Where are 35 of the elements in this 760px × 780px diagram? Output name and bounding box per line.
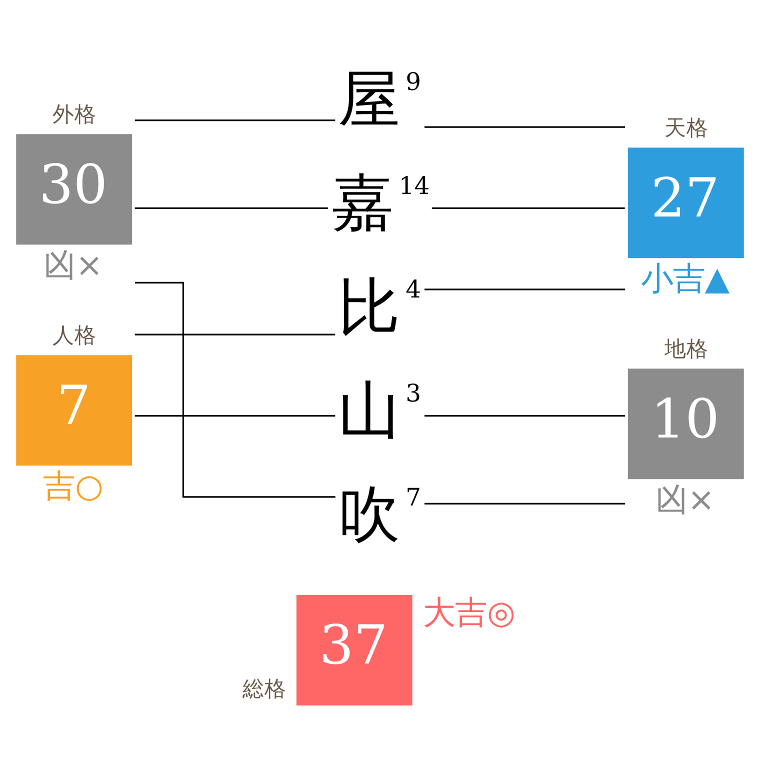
node-box: 10 (628, 368, 744, 479)
node-label: 9 (406, 66, 422, 96)
node-box: 37 (296, 594, 412, 706)
node-label: 大吉◎ (423, 593, 516, 632)
node-label: 14 (398, 170, 430, 200)
node-text: 吹 (338, 476, 400, 550)
connector (424, 288, 626, 290)
node-text: 山 (338, 373, 400, 446)
node-box: 27 (628, 147, 744, 258)
node-box: 7 (16, 354, 132, 466)
node-label: 4 (406, 274, 422, 304)
connector (134, 414, 336, 416)
node-text: 嘉 (331, 166, 394, 239)
connector (134, 118, 336, 121)
node-text: 屋 (338, 62, 400, 135)
node-box: 30 (16, 134, 132, 244)
connector (135, 281, 336, 498)
node-label: 凶× (656, 480, 715, 518)
connector (424, 414, 626, 416)
node-text: 比 (338, 269, 400, 342)
node-label: 人格 (52, 323, 97, 348)
connector (134, 206, 328, 209)
connector (424, 502, 626, 504)
node-label: 地格 (664, 336, 708, 362)
node-label: 外格 (52, 102, 97, 128)
node-label: 7 (406, 482, 422, 511)
node-label: 凶× (44, 245, 103, 284)
node-label: 総格 (242, 676, 287, 702)
connector (432, 206, 625, 209)
connector (134, 333, 336, 335)
node-label: 吉○ (43, 466, 104, 504)
node-label: 小吉▲ (640, 258, 730, 297)
node-label: 天格 (664, 116, 708, 141)
connector (424, 126, 626, 128)
node-label: 3 (406, 378, 422, 407)
